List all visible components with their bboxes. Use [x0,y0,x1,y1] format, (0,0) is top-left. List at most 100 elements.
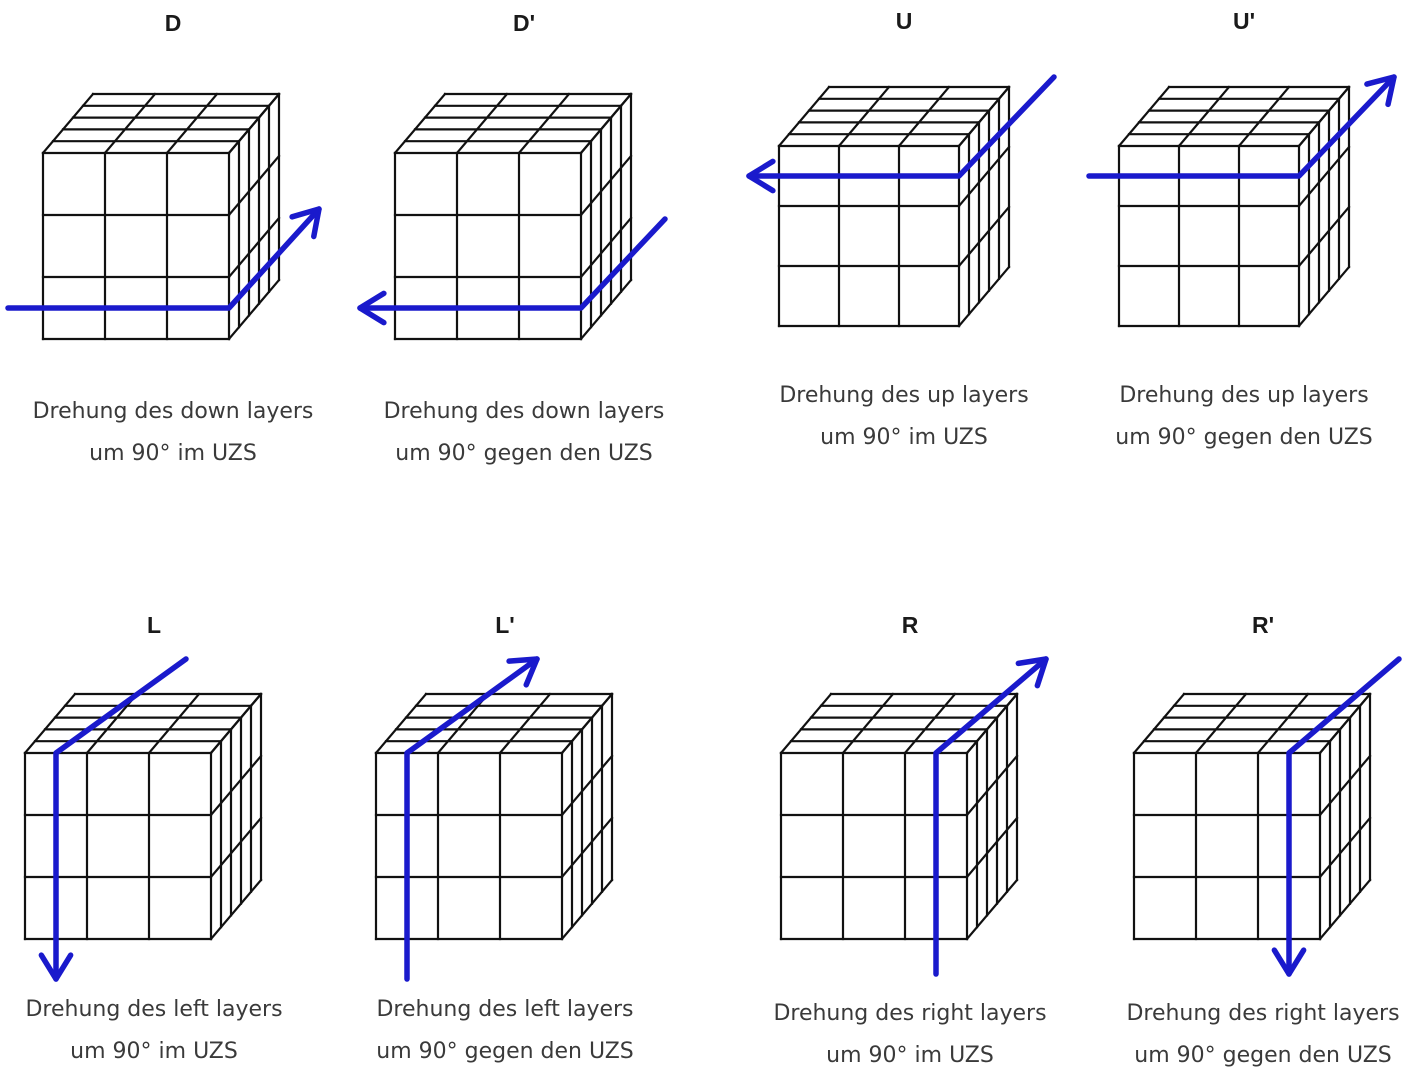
cube-top-depthline [1237,85,1291,148]
cube-top-depthline [455,92,509,155]
cube-u-prime [1086,74,1397,328]
cube-right-depthline [1318,816,1372,879]
move-title-l: L [146,612,162,638]
rotation-arrow-icon [404,656,540,982]
move-title-d: D [164,10,182,36]
cube-top-depthline [517,92,571,155]
cube-right-depthline [957,145,1011,208]
cube-top-depthline [903,692,957,755]
cube-right-depthline [1297,85,1351,148]
move-title-u-prime: U' [1232,8,1256,34]
cube-right-depthline [965,754,1019,817]
cube-right-depthline [560,692,614,755]
cube-top-depthline [165,92,219,155]
cube-right-depthline [209,816,263,879]
cube-right-depthline [965,692,1019,755]
cube-right-depthline [965,878,1019,941]
cube-top-depthline [837,85,891,148]
move-caption-l: Drehung des left layers um 90° im UZS [25,989,282,1073]
rotation-arrow-icon [1086,74,1397,179]
cube-right-depthline [579,154,633,217]
cube-top-depthline [374,692,428,755]
caption-line-2: um 90° gegen den UZS [376,1039,634,1064]
cube-top-depthline [147,692,201,755]
cube-right-depthline [579,92,633,155]
cube-right-depthline [209,878,263,941]
cube-right-depthline [1318,878,1372,941]
rotation-arrow-icon [746,74,1057,179]
cube-top-depthline [841,692,895,755]
rotation-arrow-icon [933,656,1049,977]
cube-top-depthline [498,692,552,755]
cube-right-depthline [227,92,281,155]
cube-l [23,656,263,982]
cube-right-depthline [209,754,263,817]
cube-top-depthline [897,85,951,148]
cube-right-depthline [227,154,281,217]
arrow-head-icon [1271,947,1307,977]
cube-right-depthline [957,265,1011,328]
cube-right-depthline [1318,754,1372,817]
move-caption-r: Drehung des right layers um 90° im UZS [773,993,1046,1077]
move-title-l-prime: L' [495,612,515,638]
cube-top-depthline [23,692,77,755]
cube-top-depthline [1132,692,1186,755]
cube-right-depthline [579,216,633,279]
cube-l-prime [374,656,614,982]
cube-r [779,656,1049,977]
cube-u [746,74,1057,328]
cube-right-depthline [227,216,281,279]
move-title-u: U [895,8,913,34]
cube-right-depthline [1297,265,1351,328]
cube-right-depthline [209,692,263,755]
cube-right-depthline [227,278,281,341]
move-title-d-prime: D' [512,10,536,36]
cube-right-depthline [560,754,614,817]
cube-top-depthline [393,92,447,155]
caption-line-1: Drehung des left layers [25,997,283,1022]
cube-right-depthline [1297,145,1351,208]
caption-line-2: um 90° im UZS [826,1043,994,1068]
cube-right-depthline [1318,692,1372,755]
caption-line-1: Drehung des up layers [1119,383,1369,408]
arrow-head-icon [1364,74,1397,108]
cube-d-prime [357,92,668,341]
caption-line-2: um 90° gegen den UZS [1134,1043,1392,1068]
caption-line-1: Drehung des right layers [773,1001,1047,1026]
cube-r-prime [1132,656,1402,977]
caption-line-1: Drehung des down layers [383,399,665,424]
arrow-head-icon [1015,656,1049,689]
cube-top-depthline [41,92,95,155]
arrow-head-icon [38,952,74,982]
caption-line-2: um 90° gegen den UZS [1115,425,1373,450]
caption-line-1: Drehung des down layers [32,399,314,424]
cube-right-depthline [579,278,633,341]
move-caption-l-prime: Drehung des left layers um 90° gegen den … [376,989,633,1073]
cube-top-depthline [1256,692,1310,755]
arrow-head-icon [746,158,776,194]
cube-top-depthline [777,85,831,148]
cube-right-depthline [560,816,614,879]
cube-right-depthline [1297,205,1351,268]
arrow-head-icon [506,656,540,688]
cube-right-depthline [560,878,614,941]
rotation-arrow-icon [53,656,189,982]
rotation-arrow-icon [5,206,322,311]
cube-right-depthline [965,816,1019,879]
caption-line-2: um 90° gegen den UZS [395,441,653,466]
cube-top-depthline [1117,85,1171,148]
move-caption-u-prime: Drehung des up layers um 90° gegen den UZ… [1115,375,1372,459]
move-caption-d: Drehung des down layers um 90° im UZS [33,391,314,475]
cube-top-depthline [1177,85,1231,148]
cube-top-depthline [779,692,833,755]
rotation-arrow-icon [1286,656,1402,977]
caption-line-1: Drehung des up layers [779,383,1029,408]
caption-line-2: um 90° im UZS [89,441,257,466]
caption-line-2: um 90° im UZS [70,1039,238,1064]
caption-line-1: Drehung des left layers [376,997,634,1022]
arrow-head-icon [357,290,387,326]
cube-d [5,92,322,341]
